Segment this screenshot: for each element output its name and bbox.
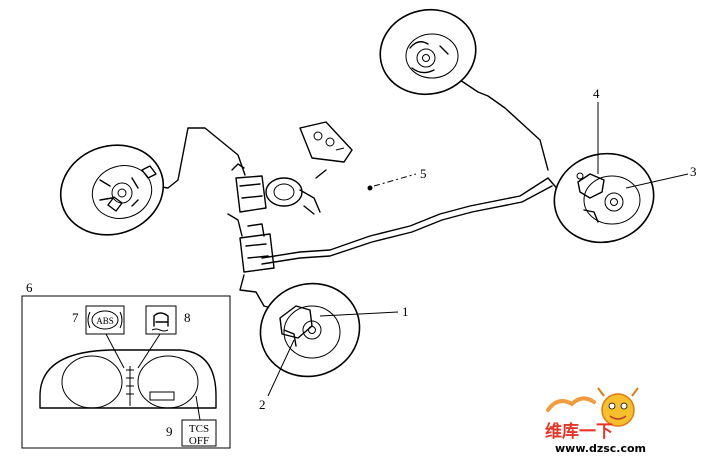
callout-2: 2 [259, 397, 266, 412]
callout-5: 5 [420, 166, 427, 181]
leader-lines [267, 102, 689, 397]
abs-warning-lamp: ABS [85, 305, 125, 335]
callout-6: 6 [26, 280, 33, 295]
callout-numbers: 1 2 3 4 5 6 7 8 9 [26, 86, 697, 439]
traction-warning-lamp [145, 305, 177, 335]
callout-4: 4 [593, 86, 600, 101]
sensor-5 [367, 173, 417, 191]
brake-lines [149, 71, 561, 311]
watermark-mascot-icon [597, 387, 639, 427]
watermark-url: www.dzsc.com [555, 442, 646, 455]
callout-3: 3 [690, 164, 697, 179]
watermark: 维库一下 www.dzsc.com [545, 387, 646, 455]
wheel-front-right [259, 282, 361, 378]
wheel-rear-right [553, 152, 655, 244]
abs-label: ABS [96, 316, 114, 326]
wheel-rear-left [379, 8, 477, 96]
tcs-off-switch: TCS OFF [181, 419, 217, 447]
wheel-front-left [59, 144, 165, 236]
instrument-panel-inset [21, 295, 231, 449]
abs-hydraulic-unit [227, 213, 275, 273]
callout-8: 8 [184, 310, 191, 325]
control-unit [299, 121, 353, 163]
watermark-logo-text: 维库一下 [545, 421, 613, 442]
watermark-brushstroke [546, 396, 596, 412]
brake-booster-assembly [231, 163, 327, 215]
tcs-label-line1: TCS [189, 423, 209, 435]
callout-1: 1 [402, 304, 409, 319]
callout-9: 9 [166, 424, 173, 439]
callout-7: 7 [72, 310, 79, 325]
tcs-label-line2: OFF [189, 435, 209, 447]
